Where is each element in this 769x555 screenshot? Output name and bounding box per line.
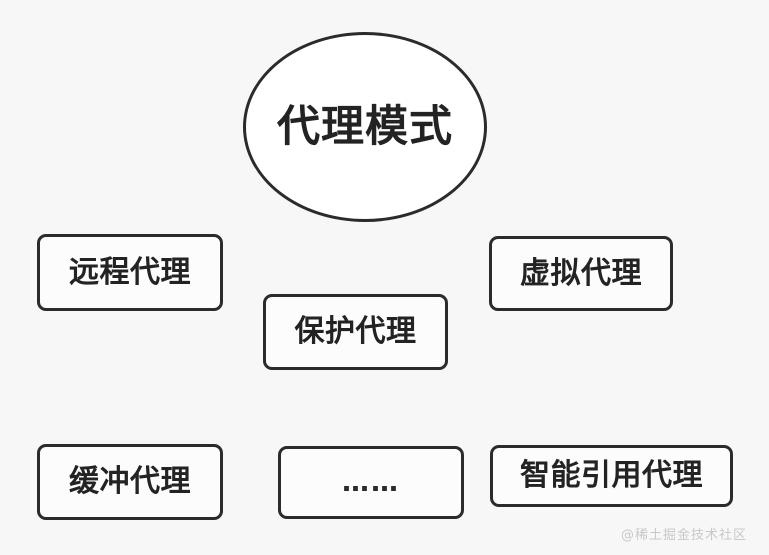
- node-remote-proxy[interactable]: 远程代理: [37, 234, 223, 311]
- node-center-proxy-pattern[interactable]: 代理模式: [243, 32, 487, 222]
- node-label-smart-reference-proxy: 智能引用代理: [520, 458, 703, 493]
- node-buffer-proxy[interactable]: 缓冲代理: [37, 444, 223, 520]
- node-label-remote-proxy: 远程代理: [69, 254, 191, 290]
- watermark: @稀土掘金技术社区: [620, 528, 747, 543]
- node-ellipsis-more[interactable]: ……: [278, 446, 464, 519]
- node-smart-reference-proxy[interactable]: 智能引用代理: [490, 445, 733, 507]
- node-label-center: 代理模式: [277, 101, 453, 152]
- node-label-ellipsis: ……: [342, 467, 400, 498]
- node-protection-proxy[interactable]: 保护代理: [263, 294, 448, 370]
- node-label-protection-proxy: 保护代理: [294, 314, 417, 349]
- node-label-virtual-proxy: 虚拟代理: [520, 255, 642, 291]
- node-virtual-proxy[interactable]: 虚拟代理: [489, 236, 673, 311]
- node-label-buffer-proxy: 缓冲代理: [69, 464, 191, 499]
